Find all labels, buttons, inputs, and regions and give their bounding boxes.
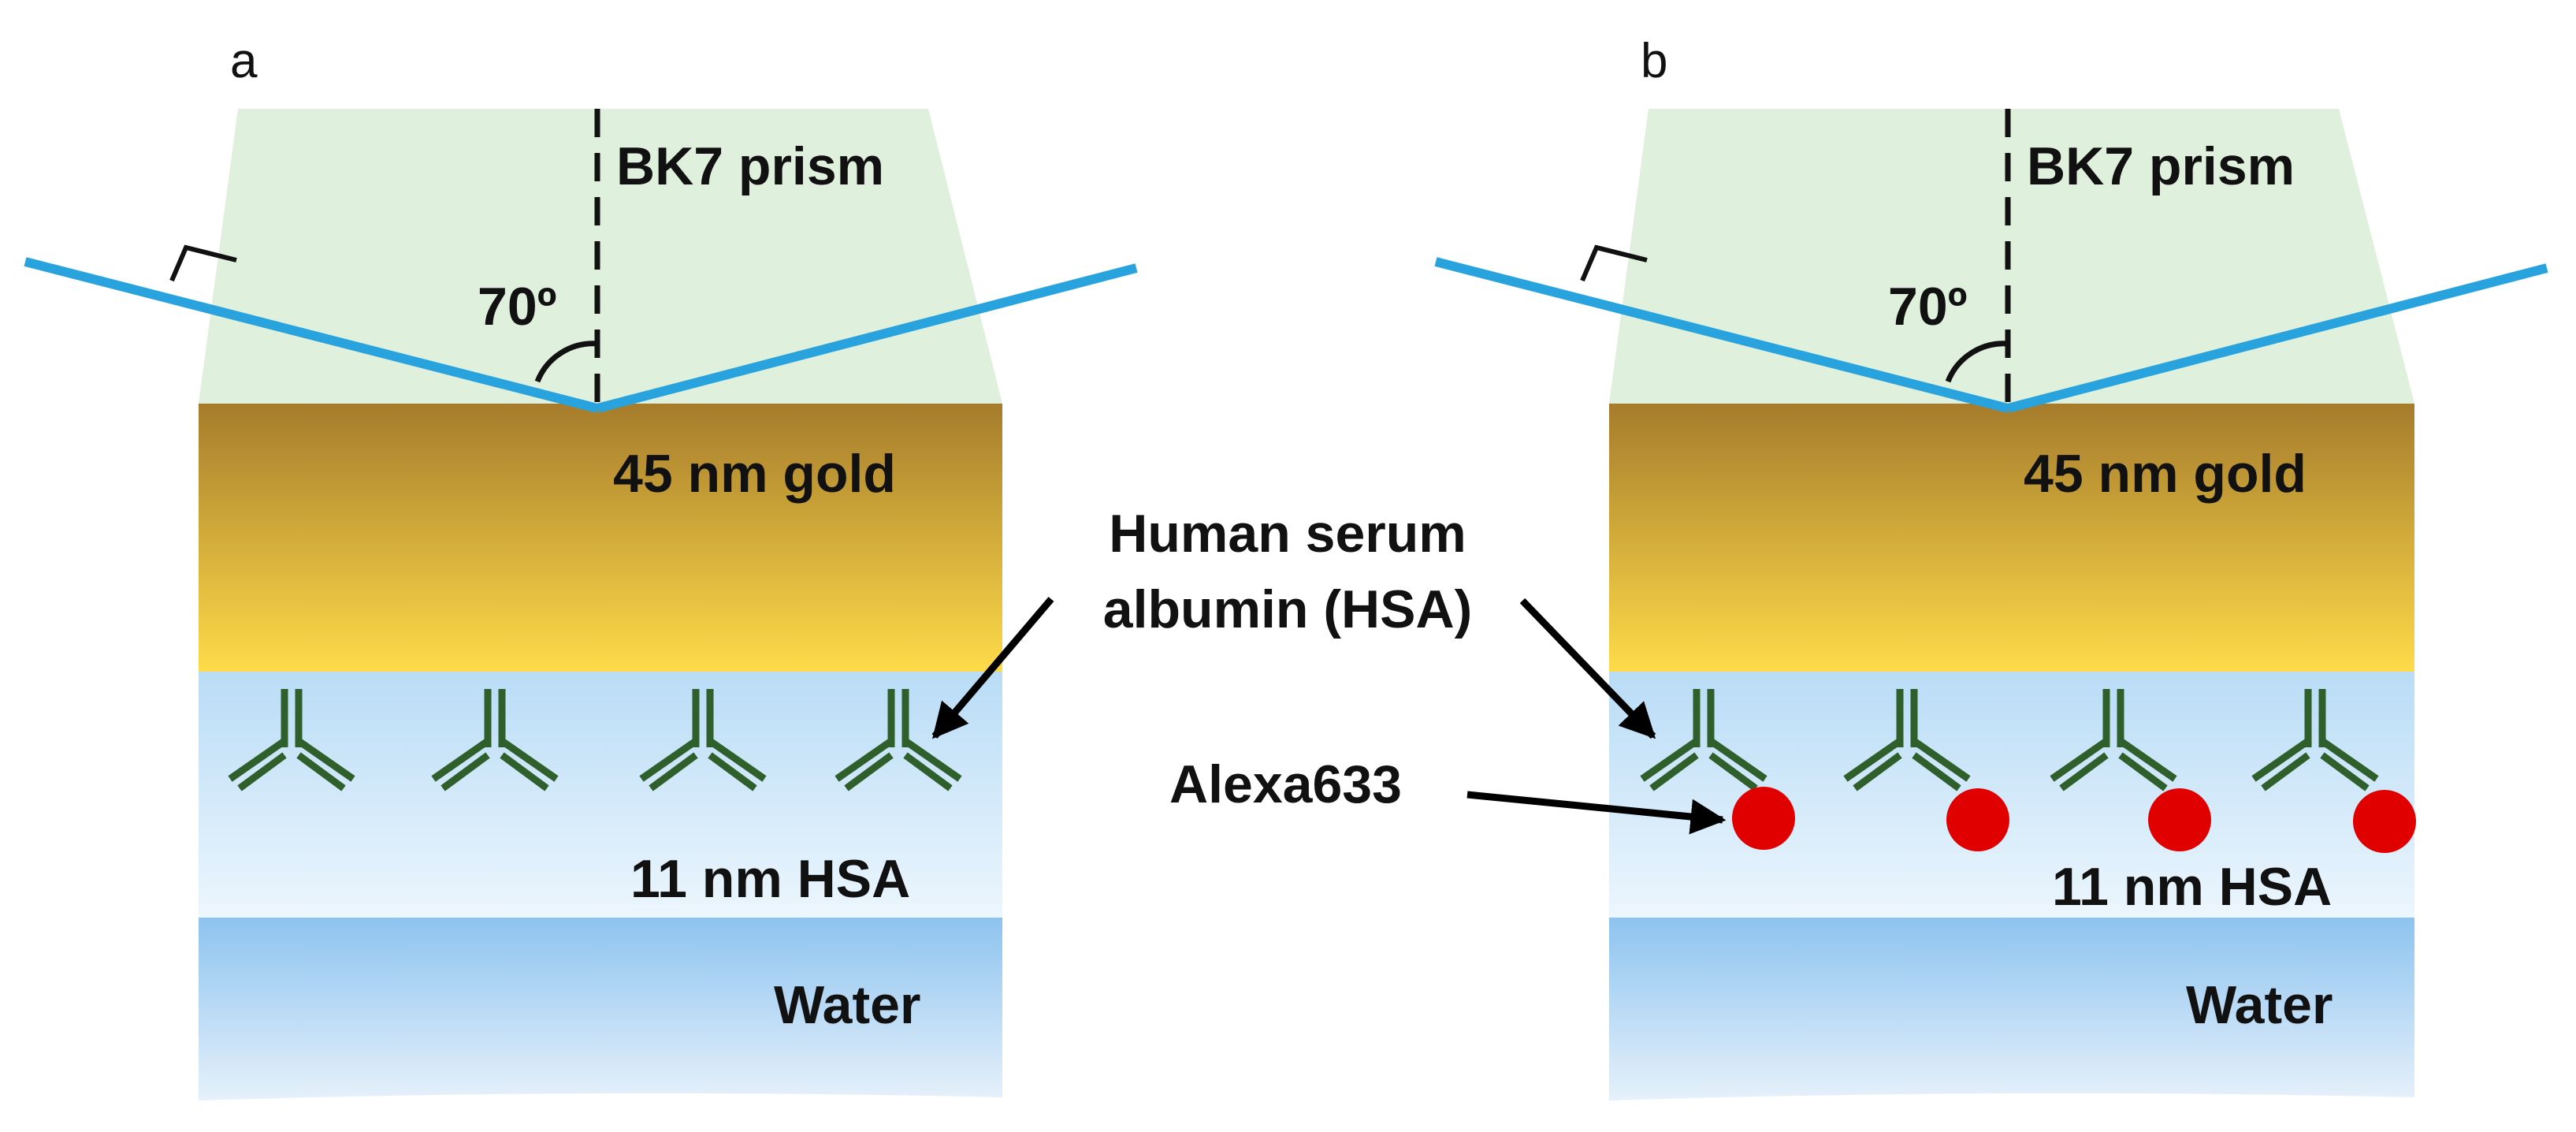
right-angle-mark-a <box>169 244 237 282</box>
angle-label-b: 70º <box>1888 277 1967 337</box>
hsa-callout-arrow-a <box>931 597 1054 739</box>
panel-letter-a: a <box>230 34 258 88</box>
angle-arc-b <box>1945 341 2009 383</box>
right-angle-mark-b <box>1580 244 1648 282</box>
angle-label-a: 70º <box>478 277 556 337</box>
water-layer-a <box>199 918 1002 1100</box>
dye-dot-icon <box>1732 787 1795 850</box>
incident-beam-b <box>1434 257 2009 413</box>
prism-a <box>199 109 1002 404</box>
reflected-beam-b <box>2006 263 2548 413</box>
prism-b <box>1609 109 2414 404</box>
hsa-callout-line1: Human serum <box>1109 504 1466 564</box>
gold-layer-a <box>199 404 1002 672</box>
dye-dot-icon <box>1946 788 2009 851</box>
panel-letter-b: b <box>1641 34 1667 88</box>
incident-beam-a <box>24 257 599 413</box>
hsa-callout-arrow-b <box>1519 598 1656 739</box>
dye-callout-label: Alexa633 <box>1169 754 1402 814</box>
angle-arc-a <box>534 341 598 383</box>
callouts: Human serum albumin (HSA) Alexa633 <box>931 504 1727 835</box>
gold-label-b: 45 nm gold <box>2024 444 2307 504</box>
gold-label-a: 45 nm gold <box>613 444 896 504</box>
prism-label-b: BK7 prism <box>2027 136 2295 196</box>
dye-dot-icon <box>2148 788 2211 851</box>
hsa-label-b: 11 nm HSA <box>2052 857 2332 917</box>
panel-a: a BK7 prism 70º 45 nm gold 11 nm HSA Wat… <box>24 34 1138 1100</box>
hsa-layer-a <box>199 672 1002 918</box>
panel-b: b BK7 prism 70º 45 nm gold 11 nm HSA Wat… <box>1434 34 2548 1100</box>
water-layer-b <box>1609 918 2414 1100</box>
water-label-b: Water <box>2186 975 2333 1035</box>
water-label-a: Water <box>774 975 920 1035</box>
dye-dot-icon <box>2353 790 2416 853</box>
hsa-label-a: 11 nm HSA <box>630 849 910 909</box>
reflected-beam-a <box>596 263 1138 413</box>
hsa-callout-line2: albumin (HSA) <box>1103 579 1472 639</box>
gold-layer-b <box>1609 404 2414 672</box>
prism-label-a: BK7 prism <box>616 136 884 196</box>
dye-callout-arrow <box>1466 791 1727 835</box>
